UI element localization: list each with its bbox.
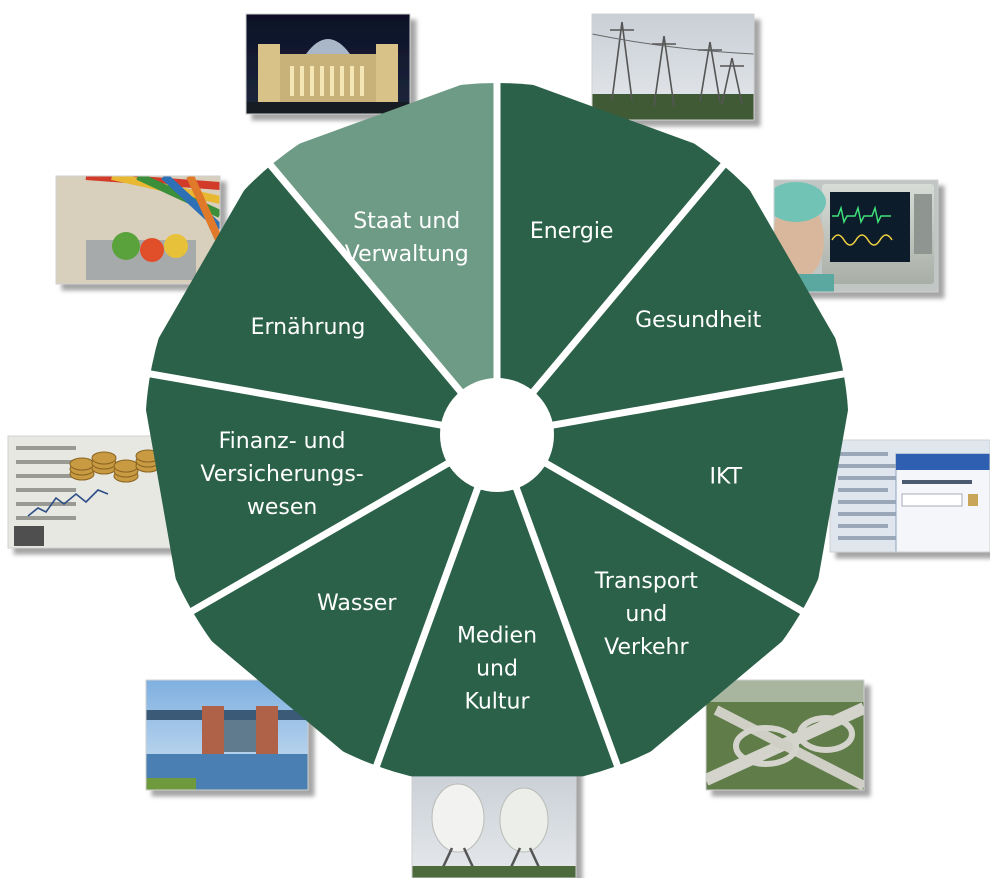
sector-staat-label-line: Staat und (353, 209, 460, 234)
sector-transport-label-line: und (625, 602, 667, 627)
sector-staat-label-line: Verwaltung (345, 242, 469, 267)
sector-transport-label-line: Verkehr (604, 635, 689, 660)
sector-finanz-label-line: Versicherungs- (200, 462, 363, 487)
sector-medien-label-line: Kultur (464, 689, 530, 714)
sector-ikt-label-line: IKT (709, 464, 742, 489)
sector-energie-wedge (500, 83, 728, 390)
sector-ikt-wedge (548, 375, 849, 613)
sector-ikt-label: IKT (709, 464, 742, 489)
water-lock-photo (145, 679, 309, 791)
wheel-hub (440, 378, 554, 492)
sector-medien-label-line: und (476, 656, 518, 681)
satellite-dishes-photo (411, 767, 577, 878)
email-software-photo (829, 439, 990, 553)
sector-finanz-label-line: Finanz- und (219, 429, 346, 454)
sector-energie: Energie (500, 83, 728, 390)
supermarket-photo (55, 175, 221, 285)
sector-gesundheit: Gesundheit (536, 159, 849, 422)
sector-finanz-label-line: wesen (247, 495, 317, 520)
sector-gesundheit-label: Gesundheit (635, 308, 761, 333)
reichstag-night-photo (245, 13, 411, 115)
sector-staat-wedge (266, 83, 494, 390)
sector-energie-label: Energie (530, 219, 614, 244)
power-lines-photo (591, 13, 755, 121)
sector-medien-wedge (376, 489, 618, 777)
sector-wasser-label: Wasser (317, 591, 397, 616)
sector-ernaehrung-label: Ernährung (251, 315, 366, 340)
sector-gesundheit-wedge (536, 159, 849, 422)
sector-wasser-label-line: Wasser (317, 591, 397, 616)
sector-ernaehrung: Ernährung (145, 159, 458, 422)
sector-transport-wedge (519, 466, 809, 774)
highway-interchange-photo (705, 679, 865, 791)
sector-wasser-wedge (185, 466, 475, 774)
sector-medien-label-line: Medien (457, 623, 537, 648)
sector-wasser: Wasser (185, 466, 475, 774)
sector-ikt: IKT (548, 375, 849, 613)
sector-energie-label-line: Energie (530, 219, 614, 244)
coins-stock-chart-photo (7, 435, 173, 549)
sector-ernaehrung-wedge (145, 159, 458, 422)
sector-transport-label-line: Transport (594, 569, 699, 594)
sector-gesundheit-label-line: Gesundheit (635, 308, 761, 333)
sector-ernaehrung-label-line: Ernährung (251, 315, 366, 340)
sector-finanz-wedge (145, 375, 446, 613)
